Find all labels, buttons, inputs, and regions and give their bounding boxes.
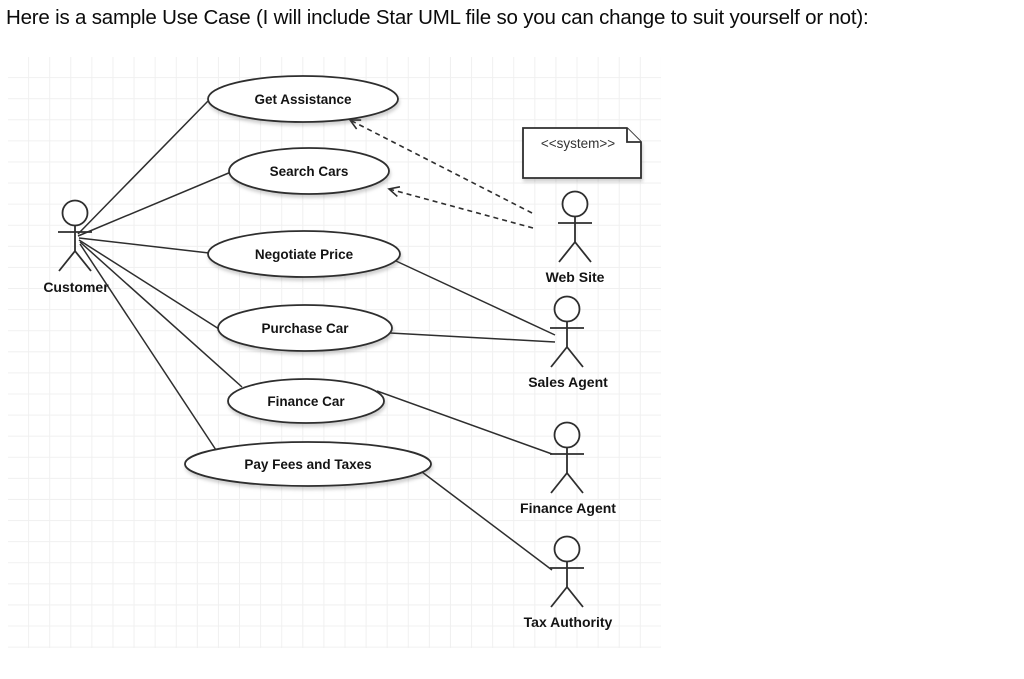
association-line [78,237,210,254]
associations-customer [77,99,243,451]
use-case-negotiate-price: Negotiate Price [207,230,401,278]
use-case-label: Pay Fees and Taxes [244,457,371,472]
use-case-get-assistance: Get Assistance [207,75,399,123]
actor-label: Tax Authority [524,614,613,630]
actor-leg [574,241,592,263]
actor-label: Customer [43,279,109,295]
use-case-shape [227,378,385,424]
actor-finance-agent: Finance Agent [520,421,616,516]
actor-leg [58,250,76,272]
use-case-label: Get Assistance [254,92,352,107]
actor-leg [550,346,568,368]
dependencies-web-site [348,119,534,229]
actor-leg [74,250,92,272]
actor-leg [550,472,568,494]
use-case-purchase-car: Purchase Car [217,304,393,352]
association-line [395,260,556,336]
system-note: <<system>> [522,127,642,179]
use-case-shape [207,75,399,123]
association-line [78,239,220,330]
actor-head [553,535,581,563]
use-case-label: Purchase Car [261,321,349,336]
actor-leg [566,472,584,494]
dashed-arrow-line [348,119,533,214]
actor-label: Web Site [546,269,605,285]
actor-head [553,295,581,323]
actor-customer: Customer [43,199,109,295]
use-case-shape [207,230,401,278]
associations-agents [376,260,556,571]
dashed-arrow-line [387,186,534,229]
actor-leg [566,586,584,608]
actor-label: Finance Agent [520,500,616,516]
use-case-label: Search Cars [270,164,349,179]
use-case-shape [184,441,432,487]
page-title: Here is a sample Use Case (I will includ… [6,6,869,29]
actor-leg [558,241,576,263]
use-case-label: Negotiate Price [255,247,354,262]
association-line [77,171,232,237]
use-case-finance-car: Finance Car [227,378,385,424]
use-case-label: Finance Car [267,394,345,409]
actor-leg [550,586,568,608]
use-case-pay-fees-and-taxes: Pay Fees and Taxes [184,441,432,487]
actor-label: Sales Agent [528,374,608,390]
actor-web-site: Web Site [546,190,605,285]
association-line [389,332,556,343]
actor-sales-agent: Sales Agent [528,295,608,390]
association-line [79,243,217,451]
note-shape [522,127,642,179]
actor-tax-authority: Tax Authority [524,535,613,630]
note-fold [626,128,641,143]
use-case-shape [217,304,393,352]
actor-leg [566,346,584,368]
note-label: <<system>> [541,136,615,151]
actor-head [61,199,89,227]
actor-head [561,190,589,218]
association-line [421,471,553,571]
association-line [77,99,210,235]
actor-head [553,421,581,449]
association-line [376,390,553,455]
use-case-search-cars: Search Cars [228,147,390,195]
use-case-shape [228,147,390,195]
association-line [79,241,243,388]
